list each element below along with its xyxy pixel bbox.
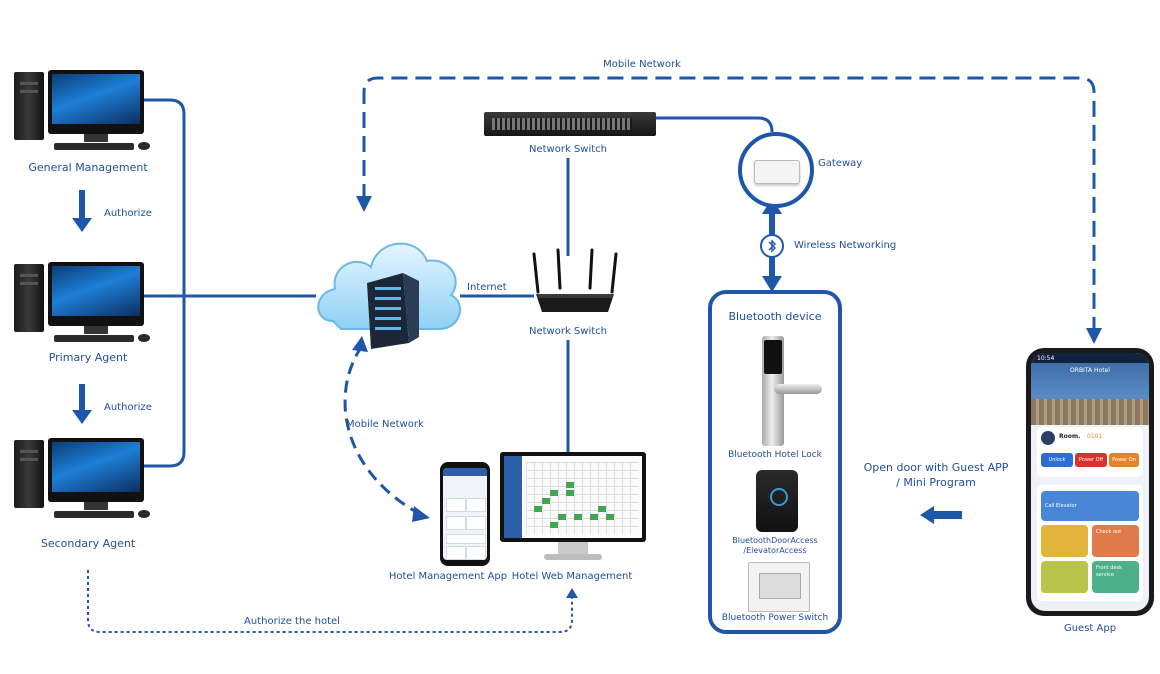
bluetooth-access-label-1: BluetoothDoorAccess	[732, 536, 818, 545]
front-desk-tile[interactable]: Front desk service	[1092, 561, 1139, 593]
network-switch-label: Network Switch	[529, 144, 607, 155]
green-tile[interactable]	[1041, 561, 1088, 593]
authorize-hotel-label: Authorize the hotel	[244, 616, 340, 627]
cloud-server-icon	[317, 242, 461, 349]
secondary-agent-label: Secondary Agent	[40, 537, 136, 550]
network-switch-router-label: Network Switch	[529, 326, 607, 337]
general-management-label: General Management	[28, 161, 148, 174]
bluetooth-device-title: Bluetooth device	[728, 310, 822, 323]
guest-app-title: ORBITA Hotel	[1070, 367, 1110, 374]
bluetooth-power-switch-label: Bluetooth Power Switch	[721, 613, 829, 623]
room-number: 0101	[1087, 433, 1103, 440]
avatar	[1041, 431, 1055, 445]
secondary-agent-computer	[14, 438, 154, 518]
primary-agent-computer	[14, 262, 154, 342]
authorize-label-2: Authorize	[104, 402, 152, 413]
wireless-networking-label: Wireless Networking	[794, 240, 897, 251]
mobile-network-left-label: Mobile Network	[346, 419, 424, 430]
agent-bus-line	[134, 98, 186, 468]
mobile-network-top-label: Mobile Network	[603, 59, 681, 70]
yellow-tile[interactable]	[1041, 525, 1088, 557]
hotel-web-management-label: Hotel Web Management	[511, 571, 633, 582]
power-off-button[interactable]: Power Off	[1075, 453, 1107, 467]
hotel-management-app-phone	[440, 462, 490, 566]
mobile-network-top-line	[362, 76, 1096, 332]
network-switch-device	[484, 112, 656, 136]
internet-label: Internet	[467, 282, 507, 293]
hotel-web-management-monitor	[500, 452, 646, 562]
guest-app-label: Guest App	[1063, 623, 1117, 634]
unlock-button[interactable]: Unlock	[1041, 453, 1073, 467]
guest-app-phone: 10:54 ORBITA Hotel Room. 0101 Unlock Pow…	[1026, 348, 1154, 616]
router-icon	[532, 248, 618, 312]
bluetooth-power-switch-image	[748, 562, 810, 612]
switch-gateway-line	[656, 116, 774, 133]
gateway-device	[738, 132, 814, 208]
open-door-label-2: / Mini Program	[896, 476, 976, 489]
bluetooth-access-label-2: /ElevatorAccess	[743, 546, 807, 555]
call-elevator-tile[interactable]: Call Elevator	[1041, 491, 1139, 521]
mobile-network-left-line	[343, 345, 421, 516]
bluetooth-hotel-lock-label: Bluetooth Hotel Lock	[728, 450, 822, 460]
authorize-hotel-line	[87, 570, 573, 633]
bluetooth-access-reader-image	[756, 470, 798, 532]
left-arrow-icon	[920, 506, 962, 524]
hotel-management-app-label: Hotel Management App	[388, 571, 508, 582]
authorize-label-1: Authorize	[104, 208, 152, 219]
primary-agent-label: Primary Agent	[48, 351, 128, 364]
room-card: Room. 0101 Unlock Power Off Power On	[1037, 427, 1143, 477]
room-label: Room.	[1059, 433, 1081, 440]
check-out-tile[interactable]: Check out	[1092, 525, 1139, 557]
power-on-button[interactable]: Power On	[1109, 453, 1139, 467]
general-management-computer	[14, 70, 154, 150]
bluetooth-hotel-lock-image	[760, 336, 822, 448]
bluetooth-icon	[768, 239, 776, 253]
phone-time: 10:54	[1037, 355, 1055, 362]
gateway-label: Gateway	[818, 158, 863, 169]
open-door-label-1: Open door with Guest APP	[863, 461, 1009, 474]
service-panel: Call Elevator Check out Front desk servi…	[1037, 485, 1143, 601]
